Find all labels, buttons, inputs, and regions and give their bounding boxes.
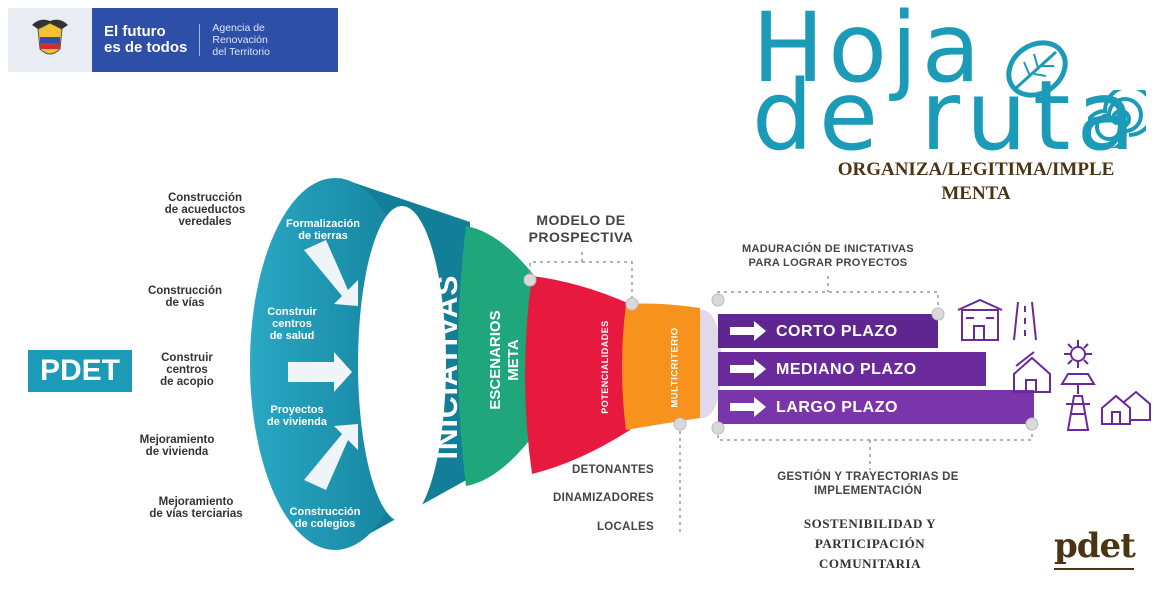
leaf-icon [1006, 40, 1068, 98]
pdet-logo-text: pdet [1054, 526, 1136, 566]
stage-label-iniciativas: INICIATIVAS [431, 274, 464, 460]
gov-slogan: El futuro es de todos [92, 24, 201, 56]
funnel-inner-opening [358, 206, 446, 522]
stage-label-potencialidades: POTENCIALIDADES [600, 320, 610, 414]
list-locales: LOCALES [596, 521, 654, 533]
plazo-corto: CORTO PLAZO [776, 323, 898, 340]
power-tower-icon [1066, 395, 1090, 431]
solar-panel-icon [1060, 373, 1096, 394]
tagline: ORGANIZA/LEGITIMA/IMPLE MENTA [837, 159, 1115, 204]
school-icon [957, 298, 1003, 341]
spiral-icon [1088, 90, 1146, 148]
list-dinamizadores: DINAMIZADORES [552, 492, 654, 504]
hoja-title: Hoja [752, 0, 985, 104]
coat-of-arms-icon [8, 8, 92, 72]
agency-name: Agencia de Renovación del Territorio [212, 22, 270, 58]
stage-label-multicriterio: MULTICRITERIO [669, 327, 681, 408]
de-ruta-title: de ruta [752, 60, 1142, 172]
plazo-mediano: MEDIANO PLAZO [776, 361, 917, 378]
houses-icon [1101, 390, 1151, 425]
pdet-logo-underline [1054, 568, 1134, 570]
guide-lines [529, 252, 1033, 532]
road-icon [1013, 301, 1037, 341]
stage-potencialidades [525, 276, 630, 474]
funnel-arrows [288, 240, 358, 490]
stage-escenarios [458, 226, 536, 486]
project-icons [957, 298, 1151, 431]
tube-joint [700, 309, 722, 419]
gov-header: El futuro es de todos Agencia de Renovac… [8, 8, 338, 72]
guide-dots [523, 273, 1039, 435]
bar-arrows [730, 321, 766, 417]
stage-multicriterio [622, 303, 700, 430]
house-solar-icon [1013, 351, 1051, 393]
plazo-largo: LARGO PLAZO [776, 399, 898, 416]
list-detonantes: DETONANTES [571, 464, 654, 476]
sun-icon [1064, 340, 1092, 368]
pdet-logo: pdet [1054, 526, 1150, 584]
pdet-badge: PDET [28, 350, 132, 392]
bar-largo [718, 390, 1034, 424]
